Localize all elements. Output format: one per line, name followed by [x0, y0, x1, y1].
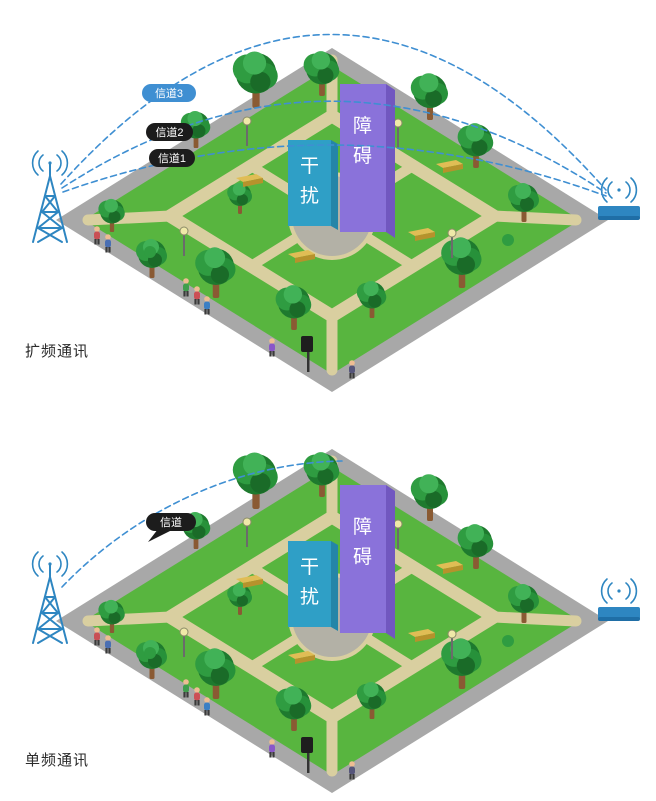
channel-label: 信道: [146, 513, 196, 531]
channel-paths: [61, 460, 343, 588]
interference-label: 干扰: [299, 557, 319, 608]
channel-paths: [60, 33, 607, 197]
channel-label-3: 信道3: [142, 84, 196, 102]
park-illustration-spread: [0, 33, 656, 400]
scene-title-spread: 扩频通讯: [25, 343, 90, 360]
scene-single-frequency: 信道 障碍 干扰 单频通讯: [0, 401, 656, 801]
interference-label: 干扰: [299, 156, 319, 207]
channel-path: [61, 460, 343, 588]
scene-spread-spectrum: 信道3 信道2 信道1 障碍 干扰 扩频通讯: [0, 0, 656, 400]
park-illustration-single: [0, 401, 656, 801]
channel-path-3: [60, 33, 607, 191]
channel-path-2: [61, 100, 607, 194]
obstacle-label: 障碍: [352, 517, 372, 568]
channel-label-2: 信道2: [146, 123, 193, 141]
scene-title-single: 单频通讯: [25, 752, 90, 769]
channel-path-1: [62, 144, 607, 197]
channel-label-1: 信道1: [149, 149, 195, 167]
channel-bubble-tail: [148, 529, 174, 542]
obstacle-label: 障碍: [352, 116, 372, 167]
